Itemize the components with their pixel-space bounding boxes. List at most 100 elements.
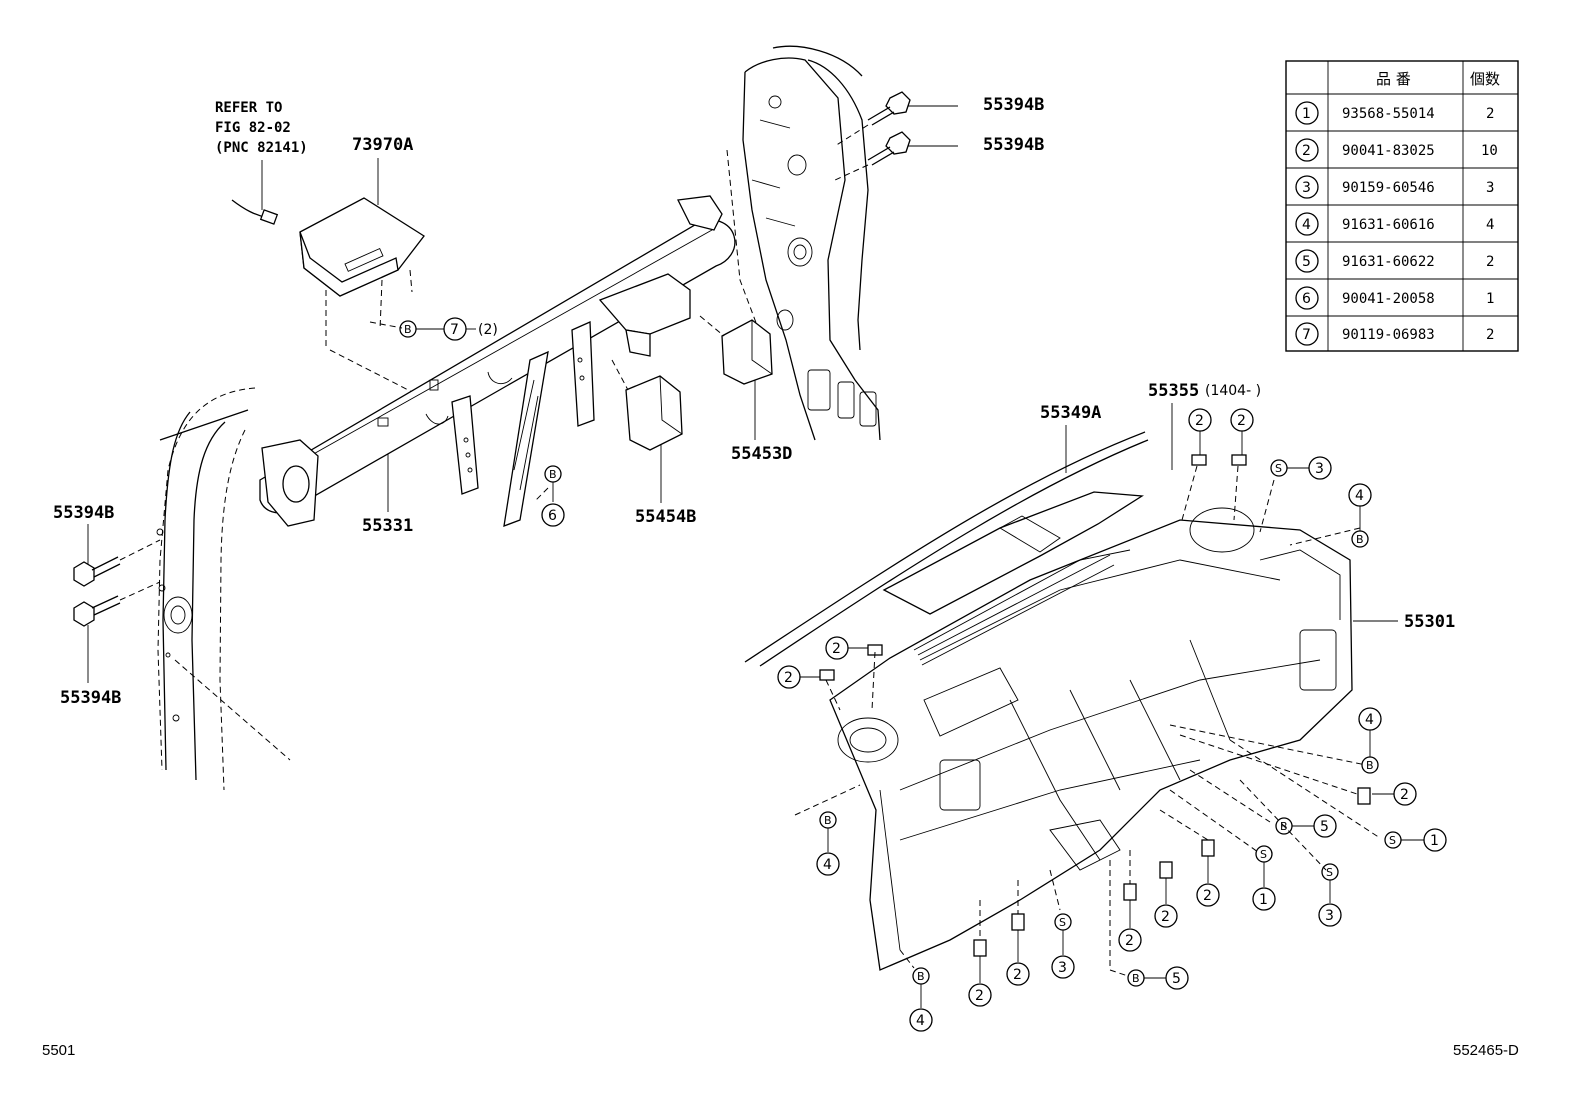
svg-text:B: B (1366, 759, 1374, 772)
table-row: 6 90041-20058 1 (1295, 286, 1494, 310)
svg-text:2: 2 (1486, 254, 1494, 270)
svg-text:2: 2 (832, 641, 841, 657)
label-55301[interactable]: 55301 (1404, 612, 1455, 632)
module-73970A (231, 197, 425, 397)
table-row: 3 90159-60546 3 (1295, 175, 1494, 199)
svg-text:1: 1 (1430, 833, 1439, 849)
table-row: 5 91631-60622 2 (1295, 249, 1494, 273)
label-55454B[interactable]: 55454B (635, 507, 696, 527)
clip-icon (1191, 454, 1207, 466)
label-73970A[interactable]: 73970A (352, 135, 413, 155)
label-55349A[interactable]: 55349A (1040, 403, 1101, 423)
svg-text:B: B (1280, 820, 1288, 833)
svg-text:3: 3 (1315, 461, 1324, 477)
refer-note: REFER TO FIG 82-02 (PNC 82141) (215, 100, 308, 156)
svg-text:2: 2 (975, 988, 984, 1004)
callout-b7: B 7 (2) (369, 317, 498, 341)
label-55331[interactable]: 55331 (362, 516, 413, 536)
svg-text:7: 7 (1302, 327, 1311, 343)
svg-text:B: B (1132, 972, 1140, 985)
refer-line-2: FIG 82-02 (215, 120, 291, 136)
label-55453D[interactable]: 55453D (731, 444, 792, 464)
callout-b6: B 6 (541, 465, 565, 527)
svg-text:4: 4 (1365, 712, 1374, 728)
label-55394B-top2[interactable]: 55394B (983, 135, 1044, 155)
svg-text:S: S (1326, 866, 1333, 879)
svg-text:2: 2 (1161, 909, 1170, 925)
svg-text:90041-83025: 90041-83025 (1342, 143, 1435, 159)
svg-text:S: S (1389, 834, 1396, 847)
panel-55301 (794, 507, 1353, 971)
bolt-icon (73, 581, 161, 627)
bolt-group (73, 91, 911, 627)
table-header-part: 品 番 (1376, 70, 1411, 88)
clip-icon (819, 669, 835, 681)
footer-right-code: 552465-D (1453, 1042, 1519, 1059)
svg-text:2: 2 (1486, 327, 1494, 343)
svg-text:B: B (824, 814, 832, 827)
svg-text:4: 4 (1355, 488, 1364, 504)
svg-text:S: S (1275, 462, 1282, 475)
callout-bottom: S 3 2 2 B 5 B 4 (909, 913, 1189, 1032)
svg-text:6: 6 (1302, 291, 1311, 307)
svg-text:4: 4 (1302, 217, 1311, 233)
duct-55454B (611, 359, 683, 451)
label-55394B-top1[interactable]: 55394B (983, 95, 1044, 115)
svg-text:6: 6 (548, 508, 557, 524)
refer-line-1: REFER TO (215, 100, 282, 116)
svg-text:10: 10 (1481, 143, 1498, 159)
svg-text:2: 2 (1203, 888, 1212, 904)
table-row: 7 90119-06983 2 (1295, 322, 1494, 346)
clip-icon (1159, 861, 1173, 879)
label-55394B-left1[interactable]: 55394B (53, 503, 114, 523)
svg-text:2: 2 (1195, 413, 1204, 429)
svg-text:3: 3 (1486, 180, 1494, 196)
duct-55453D (699, 315, 773, 385)
clip-icon (1357, 787, 1371, 805)
svg-text:B: B (917, 970, 925, 983)
table-row: 1 93568-55014 2 (1295, 101, 1494, 125)
callout-left-clips: 2 2 B 4 (777, 636, 868, 876)
clip-icon (973, 939, 987, 957)
pad-55349A (744, 431, 1149, 667)
svg-text:3: 3 (1325, 908, 1334, 924)
callout-top-right: 2 2 S 3 4 B (1188, 408, 1372, 548)
clip-icon (1011, 913, 1025, 931)
clip-icon (1231, 454, 1247, 466)
clip-icon (1201, 839, 1215, 857)
callout-right: 4 B 2 B 5 S 1 S 1 S 3 2 2 2 (1118, 707, 1447, 952)
svg-text:7: 7 (450, 322, 459, 338)
svg-text:91631-60616: 91631-60616 (1342, 217, 1435, 233)
table-row: 2 90041-83025 10 (1295, 138, 1498, 162)
svg-text:90119-06983: 90119-06983 (1342, 327, 1435, 343)
svg-text:91631-60622: 91631-60622 (1342, 254, 1435, 270)
cross-beam-55331 (259, 195, 736, 527)
svg-text:1: 1 (1302, 106, 1311, 122)
table-header-qty: 個数 (1470, 70, 1500, 88)
svg-text:1: 1 (1486, 291, 1494, 307)
svg-text:4: 4 (1486, 217, 1494, 233)
svg-text:5: 5 (1302, 254, 1311, 270)
b-letter: B (404, 323, 412, 336)
svg-text:2: 2 (1013, 967, 1022, 983)
svg-text:2: 2 (1302, 143, 1311, 159)
svg-text:93568-55014: 93568-55014 (1342, 106, 1435, 122)
parts-table: 品 番 個数 1 93568-55014 2 2 90041-83025 10 … (1285, 60, 1519, 352)
footer-left-code: 5501 (42, 1042, 75, 1059)
left-pillar (156, 387, 291, 791)
label-55394B-left2[interactable]: 55394B (60, 688, 121, 708)
label-leaders (87, 105, 1398, 683)
table-row: 4 91631-60616 4 (1295, 212, 1494, 236)
svg-text:5: 5 (1320, 819, 1329, 835)
svg-text:90041-20058: 90041-20058 (1342, 291, 1435, 307)
svg-text:1: 1 (1259, 892, 1268, 908)
clip-icon (1123, 883, 1137, 901)
bolt-icon (834, 131, 911, 181)
svg-text:90159-60546: 90159-60546 (1342, 180, 1435, 196)
label-55355[interactable]: 55355 (1148, 381, 1199, 401)
svg-text:2: 2 (1400, 787, 1409, 803)
svg-text:B: B (1356, 533, 1364, 546)
svg-text:2: 2 (1125, 933, 1134, 949)
svg-text:S: S (1059, 916, 1066, 929)
bolt-icon (834, 91, 911, 147)
